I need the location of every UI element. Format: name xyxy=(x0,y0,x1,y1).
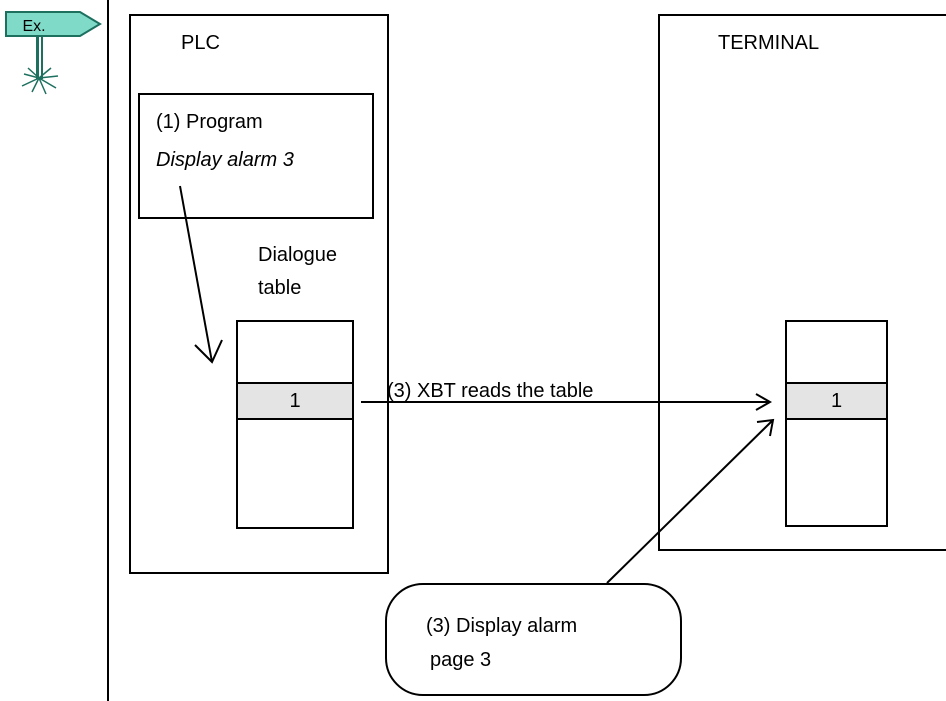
terminal-table-cell: 1 xyxy=(787,382,886,420)
plc-table-value: 1 xyxy=(289,389,301,412)
plc-title: PLC xyxy=(181,32,220,54)
program-to-table-arrowhead xyxy=(194,339,223,364)
program-to-table-arrow xyxy=(179,185,213,363)
program-action: Display alarm 3 xyxy=(156,149,294,171)
terminal-table-value: 1 xyxy=(830,389,843,412)
program-box xyxy=(138,93,374,219)
callout-bubble xyxy=(385,583,682,696)
terminal-table: 1 xyxy=(785,320,888,527)
example-signpost-icon: Ex. xyxy=(4,6,104,106)
program-title: (1) Program xyxy=(156,111,263,133)
dialogue-table-label-line2: table xyxy=(258,277,302,299)
callout-line2: page 3 xyxy=(430,649,492,671)
dialogue-table-label-line1: Dialogue xyxy=(258,244,337,266)
plc-table-cell: 1 xyxy=(238,382,352,420)
callout-to-terminal-arrow xyxy=(606,419,774,584)
arrow-label: (3) XBT reads the table xyxy=(387,380,594,402)
xbt-read-arrowhead xyxy=(755,393,773,411)
callout-to-terminal-arrowhead xyxy=(756,418,775,437)
callout-line1: (3) Display alarm xyxy=(426,615,578,637)
plc-dialogue-table: 1 xyxy=(236,320,354,529)
margin-rule xyxy=(107,0,109,701)
example-label: Ex. xyxy=(22,18,45,35)
terminal-title: TERMINAL xyxy=(718,32,820,54)
